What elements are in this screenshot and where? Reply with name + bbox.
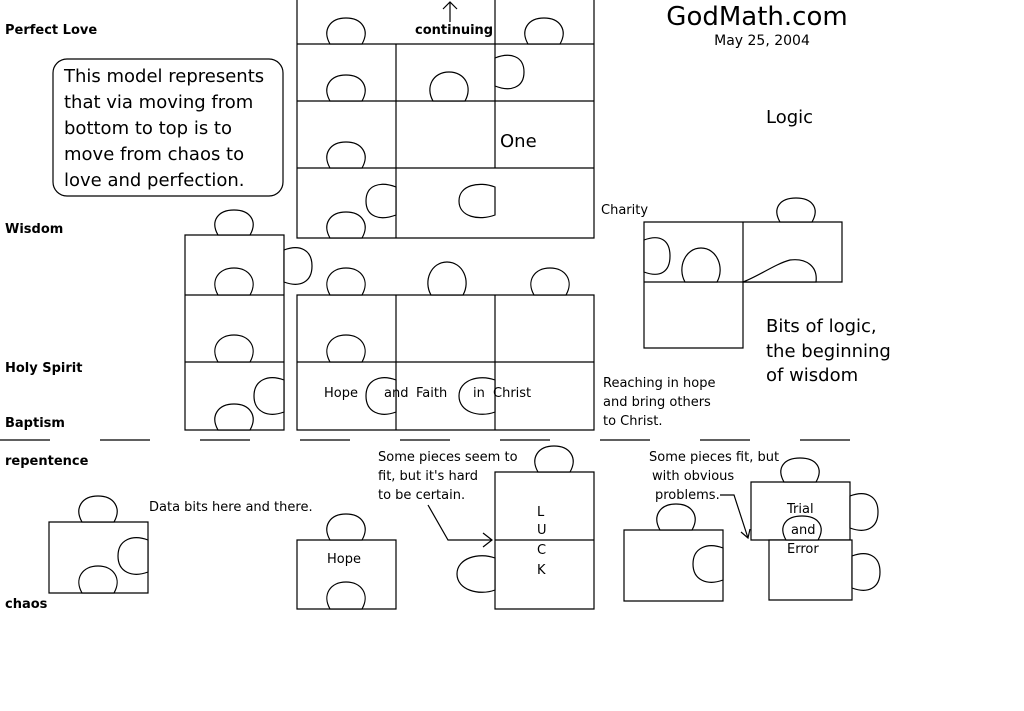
seem-arrow bbox=[427, 504, 492, 541]
and2-label: and bbox=[791, 523, 815, 538]
note-line-4: move from chaos to bbox=[64, 144, 244, 165]
reaching-line-3: to Christ. bbox=[603, 414, 662, 429]
top-tower bbox=[296, 0, 595, 239]
bits-line-3: of wisdom bbox=[766, 365, 858, 386]
site-title: GodMath.com bbox=[666, 2, 847, 32]
reaching-line-2: and bring others bbox=[603, 395, 711, 410]
note-line-3: bottom to top is to bbox=[64, 118, 232, 139]
seem-line-2: fit, but it's hard bbox=[378, 469, 478, 484]
data-bits-label: Data bits here and there. bbox=[149, 500, 313, 515]
fit-arrow bbox=[720, 494, 749, 539]
hope-label: Hope bbox=[324, 386, 358, 401]
fit-line-2: with obvious bbox=[652, 469, 734, 484]
continuing-label: continuing bbox=[415, 23, 493, 38]
logic-label: Logic bbox=[766, 107, 813, 128]
level-repentence: repentence bbox=[5, 454, 89, 469]
in-label: in bbox=[473, 386, 485, 401]
note-box-text: This model represents that via moving fr… bbox=[63, 66, 264, 191]
trial-error-text: Trial and Error bbox=[786, 502, 819, 557]
luck-u: U bbox=[537, 523, 547, 538]
some-pieces-fit-text: Some pieces fit, but with obvious proble… bbox=[649, 450, 779, 503]
level-holy-spirit: Holy Spirit bbox=[5, 361, 82, 376]
one-label: One bbox=[500, 131, 537, 152]
note-box bbox=[52, 58, 284, 197]
trial-label: Trial bbox=[786, 502, 814, 517]
middle-block bbox=[296, 261, 595, 431]
note-line-5: love and perfection. bbox=[64, 170, 244, 191]
reaching-text: Reaching in hope and bring others to Chr… bbox=[603, 376, 715, 429]
level-perfect-love: Perfect Love bbox=[5, 23, 97, 38]
bits-line-2: the beginning bbox=[766, 341, 891, 362]
fit-line-3: problems. bbox=[655, 488, 720, 503]
site-date: May 25, 2004 bbox=[714, 33, 810, 49]
luck-piece bbox=[456, 445, 595, 610]
luck-l: L bbox=[537, 505, 545, 520]
error-label: Error bbox=[787, 542, 819, 557]
christ-label: Christ bbox=[493, 386, 531, 401]
seem-line-3: to be certain. bbox=[378, 488, 465, 503]
level-baptism: Baptism bbox=[5, 416, 65, 431]
faith-label: Faith bbox=[416, 386, 447, 401]
seem-line-1: Some pieces seem to bbox=[378, 450, 518, 465]
seem-arrowhead bbox=[482, 532, 493, 548]
data-bit-piece bbox=[48, 495, 149, 594]
trial-error-pieces bbox=[750, 457, 881, 601]
level-chaos: chaos bbox=[5, 597, 48, 612]
note-line-2: that via moving from bbox=[64, 92, 253, 113]
luck-letters: L U C K bbox=[537, 505, 547, 578]
fit-line-1: Some pieces fit, but bbox=[649, 450, 779, 465]
hope-faith-christ: Hope and Faith in Christ bbox=[324, 386, 531, 401]
charity-cluster bbox=[643, 197, 843, 349]
luck-k: K bbox=[537, 563, 546, 578]
luck-c: C bbox=[537, 543, 546, 558]
note-line-1: This model represents bbox=[63, 66, 264, 87]
fit-arrowhead bbox=[740, 528, 751, 540]
reaching-line-1: Reaching in hope bbox=[603, 376, 715, 391]
some-pieces-seem-text: Some pieces seem to fit, but it's hard t… bbox=[378, 450, 518, 503]
hope-small-label: Hope bbox=[327, 552, 361, 567]
and-label: and bbox=[384, 386, 408, 401]
problem-piece-left bbox=[623, 503, 724, 602]
bits-of-logic-text: Bits of logic, the beginning of wisdom bbox=[766, 316, 891, 386]
hope-piece bbox=[296, 513, 397, 610]
level-wisdom: Wisdom bbox=[5, 222, 63, 237]
bits-line-1: Bits of logic, bbox=[766, 316, 877, 337]
left-column bbox=[184, 209, 313, 431]
charity-label: Charity bbox=[601, 203, 648, 218]
